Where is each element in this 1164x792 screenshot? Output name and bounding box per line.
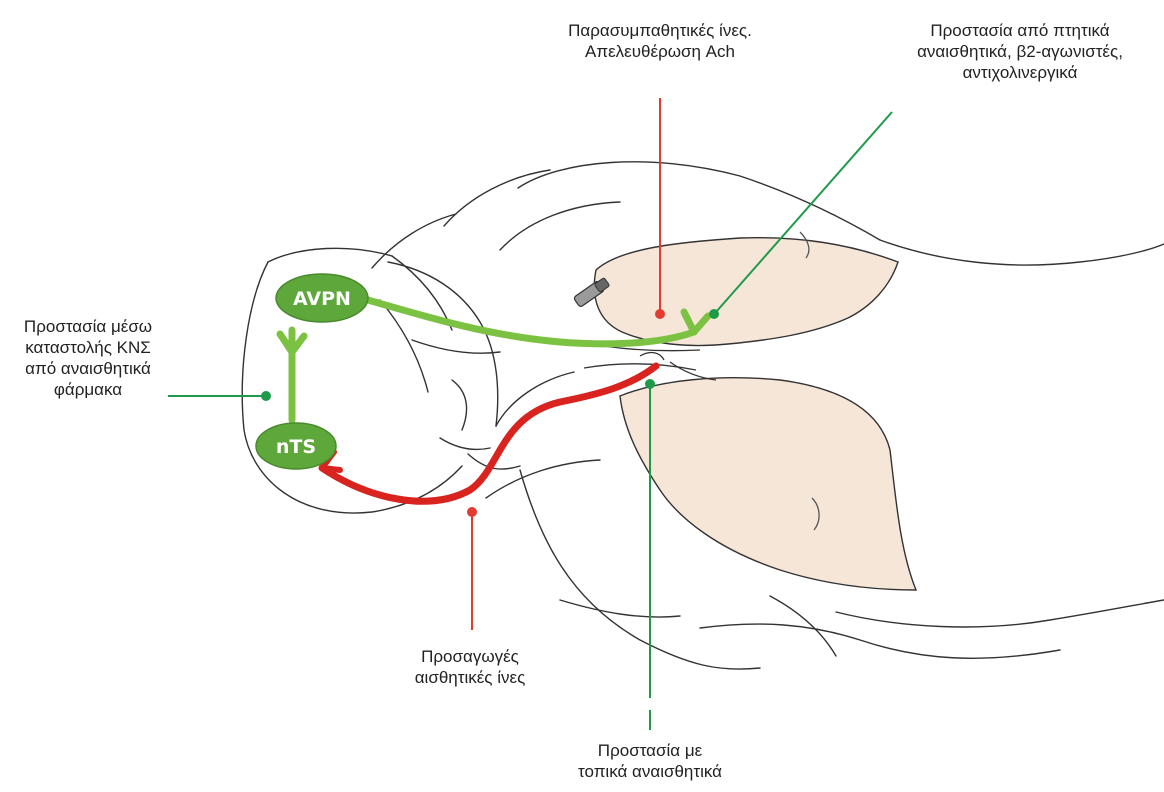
- afferent-pathway: [322, 366, 656, 501]
- local-protection-dot: [645, 379, 655, 389]
- afferent-dot: [467, 507, 477, 517]
- inhaled-protection-dot: [709, 309, 719, 319]
- local-protection-label: Προστασία με τοπικά αναισθητικά: [540, 740, 760, 782]
- inhaled-protection-label: Προστασία από πτητικά αναισθητικά, β2-αγ…: [880, 20, 1160, 83]
- upper-lung: [594, 238, 898, 346]
- avpn-label: AVPN: [293, 288, 351, 310]
- parasympathetic-label: Παρασυμπαθητικές ίνες. Απελευθέρωση Ach: [520, 20, 800, 62]
- afferent-label: Προσαγωγές αισθητικές ίνες: [380, 646, 560, 688]
- nts-node: nTS: [256, 423, 336, 469]
- nts-label: nTS: [276, 436, 316, 458]
- cns-protection-label: Προστασία μέσω καταστολής ΚΝΣ από αναισθ…: [0, 316, 176, 400]
- avpn-node: AVPN: [276, 274, 368, 322]
- cns-protection-dot: [261, 391, 271, 401]
- lower-lung: [620, 378, 916, 590]
- parasympathetic-dot: [655, 309, 665, 319]
